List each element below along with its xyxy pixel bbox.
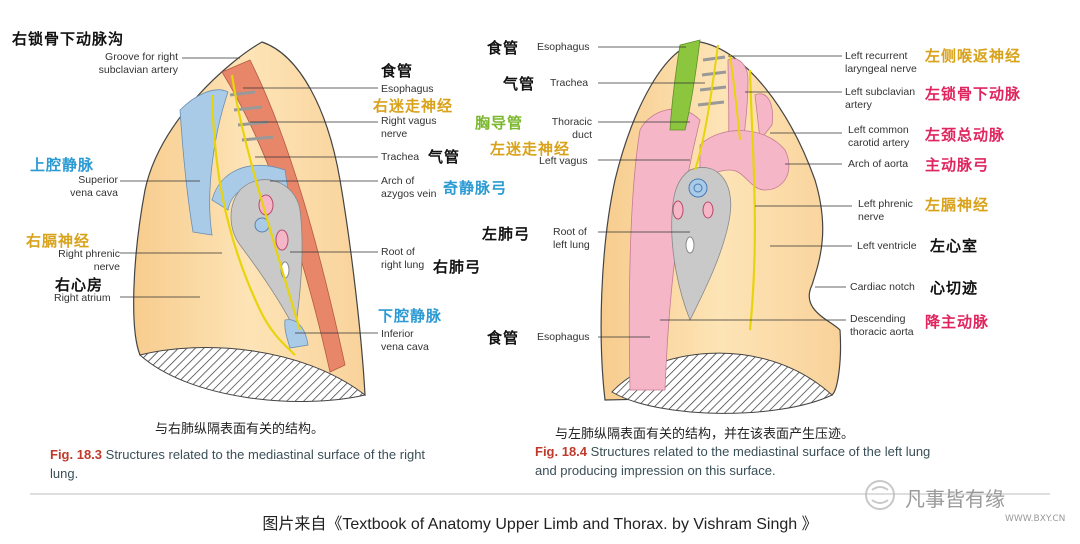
right-vagus-nerve [230, 74, 302, 331]
label-zh-arch: 主动脉弓 [925, 156, 990, 174]
right-leader-lines [120, 57, 378, 334]
label-en-right-vagus: Right vagus nerve [381, 115, 437, 140]
label-zh-subclavian: 左锁骨下动脉 [925, 85, 1022, 103]
label-en-carotid: Left common carotid artery [848, 124, 910, 149]
caption-zh-right: 与右肺纵隔表面有关的结构。 [155, 422, 325, 437]
label-en-recurrent: Left recurrent laryngeal nerve [845, 50, 917, 75]
label-zh-ventricle: 左心室 [930, 237, 979, 255]
label-zh-right-vagus: 右迷走神经 [373, 97, 454, 115]
label-en-groove: Groove for right subclavian artery [98, 51, 178, 76]
label-en-right-esophagus: Esophagus [381, 83, 434, 95]
label-en-left-esophagus: Esophagus [537, 41, 590, 53]
label-zh-desc-aorta: 降主动脉 [925, 313, 990, 331]
label-en-right-trachea: Trachea [381, 151, 420, 163]
label-en-ivc: Inferior vena cava [381, 328, 429, 353]
caption-zh-left: 与左肺纵隔表面有关的结构，并在该表面产生压迹。 [555, 427, 855, 442]
label-zh-right-atrium: 右心房 [55, 276, 104, 294]
label-en-svc: Superior vena cava [70, 174, 118, 199]
fig-number-left: Fig. 18.4 [535, 444, 588, 459]
watermark-url: WWW.BXY.CN [1005, 514, 1066, 524]
left-lung-root-vessels [672, 178, 714, 254]
label-en-left-vagus: Left vagus [539, 155, 588, 167]
label-zh-left-trachea: 气管 [503, 75, 536, 93]
label-en-left-trachea: Trachea [550, 77, 589, 89]
left-carotid-artery-shape [754, 93, 773, 142]
left-vagus-nerve [694, 44, 719, 171]
label-en-left-root: Root of left lung [553, 226, 590, 251]
caption-fig-left: Fig. 18.4 Structures related to the medi… [535, 442, 935, 480]
label-zh-left-phrenic: 左膈神经 [925, 196, 990, 214]
label-zh-ivc: 下腔静脉 [378, 307, 443, 325]
right-phrenic-nerve [210, 94, 296, 356]
label-en-subclavian: Left subclavian artery [845, 86, 916, 111]
label-zh-left-esophagus-lower: 食管 [487, 329, 520, 347]
caption-fig-right: Fig. 18.3 Structures related to the medi… [50, 445, 450, 483]
fig-text-left: Structures related to the mediastinal su… [535, 444, 931, 478]
label-zh-thoracic-duct: 胸导管 [475, 114, 524, 132]
watermark-logo [865, 480, 895, 510]
source-citation: 图片来自《Textbook of Anatomy Upper Limb and … [262, 516, 818, 533]
label-en-right-root: Root of right lung [381, 246, 425, 271]
label-en-arch: Arch of aorta [848, 158, 909, 170]
left-lung-illustration [598, 39, 852, 414]
right-azygos-arch-shape [211, 165, 289, 211]
label-zh-left-root: 左肺弓 [482, 225, 531, 243]
label-zh-svc: 上腔静脉 [30, 156, 95, 174]
label-en-right-phrenic: Right phrenic nerve [58, 248, 120, 273]
right-lung-illustration [120, 41, 378, 402]
right-ivc-shape [284, 319, 309, 349]
label-en-desc-aorta: Descending thoracic aorta [850, 313, 914, 338]
fig-number-right: Fig. 18.3 [50, 447, 103, 462]
label-zh-right-esophagus: 食管 [381, 62, 414, 80]
label-en-right-atrium: Right atrium [54, 292, 111, 304]
label-zh-recurrent: 左侧喉返神经 [925, 47, 1022, 65]
label-zh-cardiac-notch: 心切迹 [930, 279, 979, 297]
label-zh-groove: 右锁骨下动脉沟 [12, 30, 125, 48]
watermark-text: 凡事皆有缘 [905, 487, 1005, 511]
left-esophagus-shape [669, 39, 701, 131]
label-en-azygos: Arch of azygos vein [381, 175, 437, 200]
label-en-cardiac-notch: Cardiac notch [850, 281, 915, 293]
label-zh-right-trachea: 气管 [428, 148, 461, 166]
label-en-left-esophagus-lower: Esophagus [537, 331, 590, 343]
left-recurrent-nerve [729, 54, 741, 141]
label-zh-right-root: 右肺弓 [433, 258, 482, 276]
label-zh-carotid: 左颈总动脉 [925, 126, 1006, 144]
left-phrenic-nerve [748, 69, 757, 331]
label-zh-right-phrenic: 右膈神经 [26, 232, 91, 250]
label-en-thoracic-duct: Thoracic duct [551, 116, 592, 141]
label-en-ventricle: Left ventricle [857, 240, 917, 252]
right-lung-hatched-base [138, 347, 367, 402]
right-esophagus-shape [221, 59, 346, 373]
right-svc-shape [179, 89, 229, 236]
label-en-left-phrenic: Left phrenic nerve [858, 198, 913, 223]
fig-text-right: Structures related to the mediastinal su… [50, 447, 426, 481]
label-zh-left-vagus: 左迷走神经 [490, 140, 571, 158]
left-leader-lines [598, 46, 852, 338]
label-zh-azygos: 奇静脉弓 [443, 179, 508, 197]
label-zh-left-esophagus: 食管 [487, 39, 520, 57]
